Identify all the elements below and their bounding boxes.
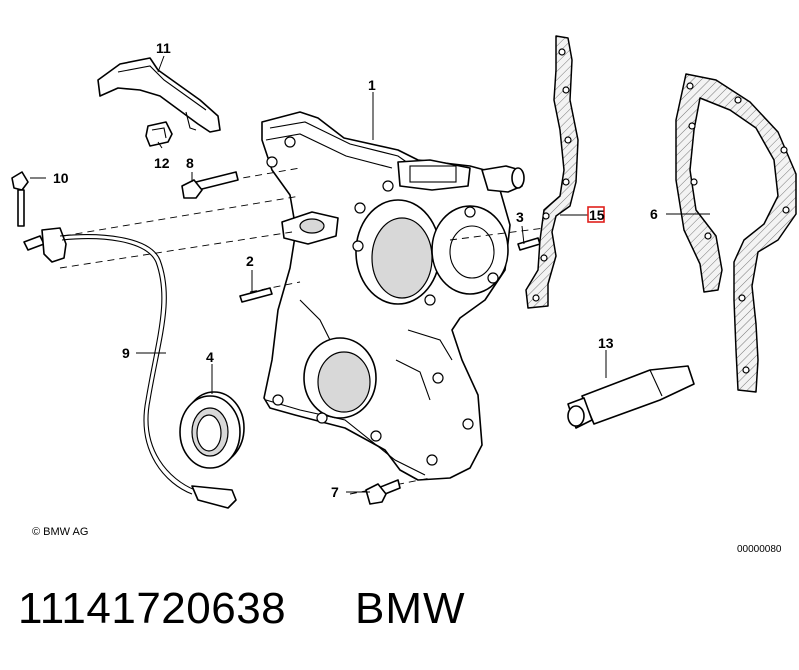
callouts: 1 2 3 4 6 7 8 9 10 11 12 13 15	[53, 40, 658, 500]
callout-6: 6	[650, 206, 658, 222]
screw-10	[11, 171, 29, 227]
callout-11: 11	[156, 40, 171, 56]
drawing-number: 00000080	[737, 544, 782, 555]
brand-name: BMW	[355, 584, 466, 633]
callout-15-highlight	[587, 206, 605, 223]
sealant-tube	[567, 365, 695, 429]
shaft-seal	[179, 391, 245, 469]
callout-15: 15	[589, 207, 605, 223]
callout-4: 4	[206, 349, 214, 365]
callout-13: 13	[598, 335, 614, 351]
timing-case-gasket	[525, 35, 579, 309]
callout-12: 12	[154, 155, 170, 171]
callout-10: 10	[53, 170, 69, 186]
timing-case-cover	[261, 111, 525, 481]
part-number: 11141720638	[18, 584, 287, 633]
dowel-pin	[239, 287, 273, 303]
callout-9: 9	[122, 345, 130, 361]
crankshaft-sensor	[23, 227, 237, 509]
clip-12	[145, 121, 173, 147]
hex-bolt-8	[181, 171, 239, 199]
dowel-sleeve	[517, 237, 541, 251]
hex-bolt-7	[365, 479, 401, 505]
callout-2: 2	[246, 253, 254, 269]
callout-7: 7	[331, 484, 339, 500]
cover-gasket	[675, 73, 797, 393]
leader-lines	[30, 55, 710, 493]
tensioner-rail	[97, 57, 221, 133]
callout-3: 3	[516, 209, 524, 225]
callout-1: 1	[368, 77, 376, 93]
callout-8: 8	[186, 155, 194, 171]
copyright-notice: © BMW AG	[32, 526, 89, 538]
